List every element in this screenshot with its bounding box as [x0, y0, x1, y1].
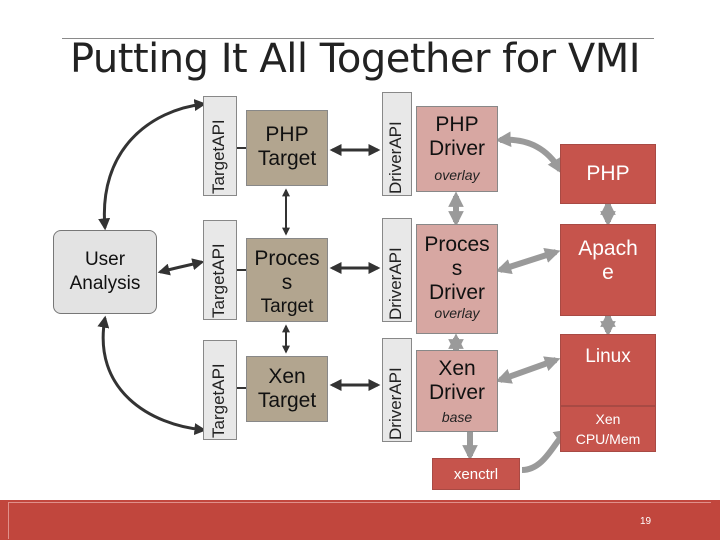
title-rule [62, 38, 654, 39]
php-target-line-2: Target [257, 147, 317, 170]
user-analysis-box: User Analysis [53, 230, 157, 314]
process-target-box: Proces s Target [246, 238, 328, 322]
user-to-php-api-arrow [98, 99, 207, 231]
page-title: Putting It All Together for VMI [70, 36, 641, 82]
xen-target-line-2: Target [257, 389, 317, 412]
process-driver-line-1: Proces [424, 233, 490, 256]
php-driver-line-2: Driver [429, 137, 485, 160]
php-driver-api-bar: DriverAPI [382, 92, 412, 196]
php-target-api-label: TargetAPI [209, 119, 228, 194]
xen-driver-box: Xen Driver base [416, 350, 498, 432]
linux-layer-label: Linux [585, 346, 631, 367]
php-driver-line-1: PHP [435, 113, 479, 136]
process-driver-api-label: DriverAPI [386, 247, 405, 320]
process-target-line-1: Proces [254, 247, 320, 270]
xenctrl-box: xenctrl [432, 458, 520, 490]
user-analysis-line-1: User [84, 249, 126, 270]
xen-target-line-1: Xen [268, 365, 306, 388]
process-driver-api-bar: DriverAPI [382, 218, 412, 322]
user-analysis-line-2: Analysis [69, 273, 141, 294]
php-driver-box: PHP Driver overlay [416, 106, 498, 192]
xen-hardware-line-2: CPU/Mem [575, 431, 641, 447]
footer-frame [8, 502, 711, 539]
xen-hardware-box: Xen CPU/Mem [560, 406, 656, 452]
process-target-line-2: s [281, 271, 293, 294]
xen-target-api-label: TargetAPI [209, 363, 228, 438]
user-to-process-api-arrow [157, 258, 205, 276]
xen-hardware-line-1: Xen [595, 411, 621, 427]
process-target-api-bar: TargetAPI [203, 220, 237, 320]
process-driver-line-3: Driver [429, 281, 485, 304]
process-driver-line-2: s [451, 257, 463, 280]
user-to-xen-api-arrow [97, 315, 207, 436]
apache-layer-line-2: e [602, 261, 614, 284]
php-target-api-bar: TargetAPI [203, 96, 237, 196]
process-driver-sub: overlay [434, 305, 480, 321]
php-layer-label: PHP [586, 162, 630, 185]
apache-layer-line-1: Apach [578, 237, 638, 260]
xen-driver-api-bar: DriverAPI [382, 338, 412, 442]
php-target-box: PHP Target [246, 110, 328, 186]
xen-driver-sub: base [441, 409, 473, 425]
apache-layer-box: Apach e [560, 224, 656, 316]
php-target-line-1: PHP [265, 123, 309, 146]
page-number: 19 [640, 516, 652, 527]
php-layer-box: PHP [560, 144, 656, 204]
xen-driver-line-2: Driver [429, 381, 485, 404]
xen-driver-line-1: Xen [438, 357, 476, 380]
php-driver-sub: overlay [434, 167, 480, 183]
xen-target-api-bar: TargetAPI [203, 340, 237, 440]
process-target-line-3: Target [260, 296, 314, 317]
xenctrl-label: xenctrl [453, 465, 499, 483]
process-target-api-label: TargetAPI [209, 243, 228, 318]
process-driver-box: Proces s Driver overlay [416, 224, 498, 334]
footer-bar [0, 500, 720, 540]
php-driver-api-label: DriverAPI [386, 121, 405, 194]
xen-driver-api-label: DriverAPI [386, 367, 405, 440]
xen-target-box: Xen Target [246, 356, 328, 422]
linux-layer-box: Linux [560, 334, 656, 406]
